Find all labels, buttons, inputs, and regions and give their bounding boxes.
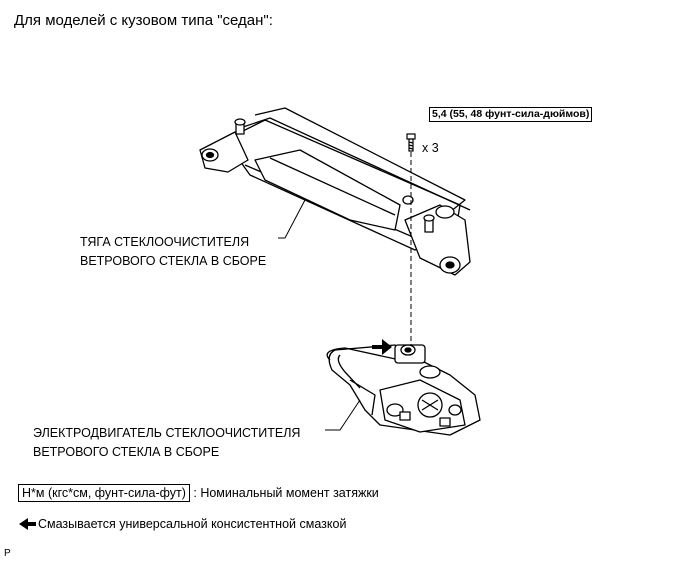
wiper-motor-drawing <box>326 344 481 436</box>
linkage-label-line1: ТЯГА СТЕКЛООЧИСТИТЕЛЯ <box>80 235 250 249</box>
page-title: Для моделей с кузовом типа "седан": <box>14 12 273 29</box>
grease-arrow-icon <box>372 339 392 355</box>
wiper-linkage-drawing <box>199 107 471 276</box>
legend-grease-arrow-icon <box>19 518 36 530</box>
linkage-label: ТЯГА СТЕКЛООЧИСТИТЕЛЯ ВЕТРОВОГО СТЕКЛА В… <box>80 233 266 271</box>
page-code: P <box>4 548 11 559</box>
bolt-icon <box>406 133 416 152</box>
motor-label-line1: ЭЛЕКТРОДВИГАТЕЛЬ СТЕКЛООЧИСТИТЕЛЯ <box>33 426 301 440</box>
legend-torque: Н*м (кгс*см, фунт-сила-фут) : Номинальны… <box>18 484 379 502</box>
motor-leader-line <box>325 399 361 431</box>
linkage-label-line2: ВЕТРОВОГО СТЕКЛА В СБОРЕ <box>80 254 267 268</box>
legend-torque-desc: : Номинальный момент затяжки <box>193 486 379 500</box>
legend-grease-desc: Смазывается универсальной консистентной … <box>38 517 347 531</box>
legend-grease: Смазывается универсальной консистентной … <box>18 517 346 531</box>
motor-label-line2: ВЕТРОВОГО СТЕКЛА В СБОРЕ <box>33 445 220 459</box>
torque-spec-box: 5,4 (55, 48 фунт-сила-дюймов) <box>429 107 593 122</box>
legend-torque-unit-box: Н*м (кгс*см, фунт-сила-фут) <box>18 484 190 502</box>
bolt-quantity: x 3 <box>422 141 439 155</box>
linkage-leader-line <box>278 199 306 239</box>
motor-label: ЭЛЕКТРОДВИГАТЕЛЬ СТЕКЛООЧИСТИТЕЛЯ ВЕТРОВ… <box>33 424 300 462</box>
